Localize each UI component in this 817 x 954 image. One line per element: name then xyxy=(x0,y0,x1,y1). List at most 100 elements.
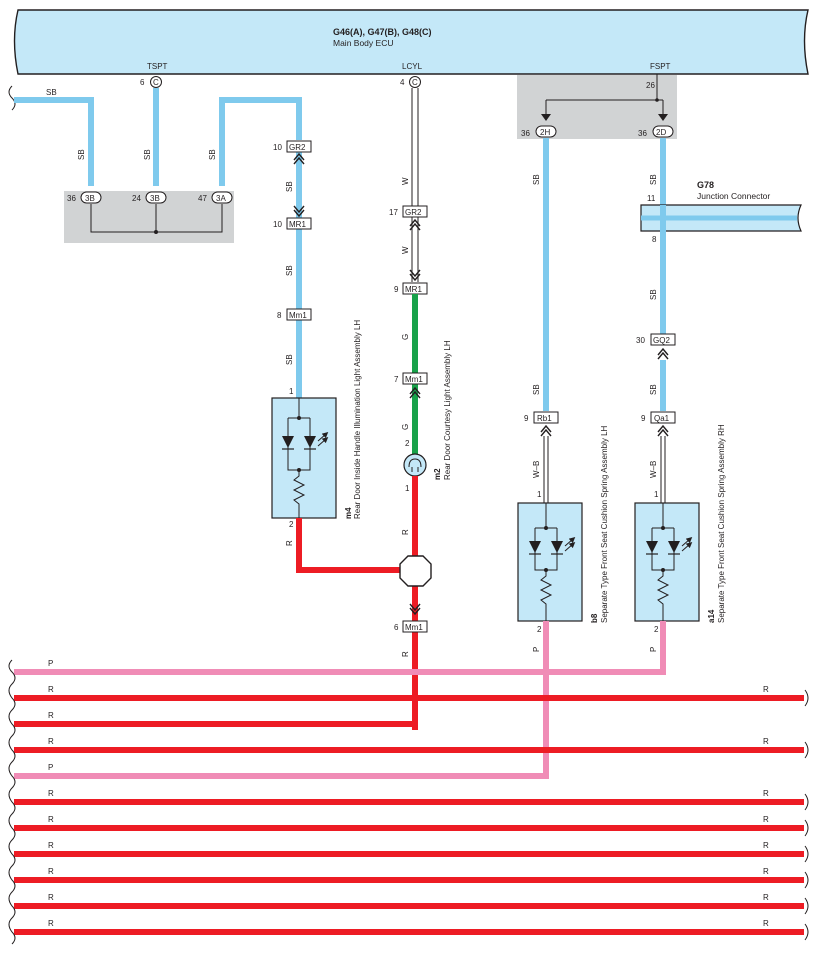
bus-row-7-right: R xyxy=(763,815,769,824)
m2-pin-top: 2 xyxy=(405,439,410,448)
m4-code: m4 xyxy=(344,507,353,519)
m2-c1-pin: 17 xyxy=(389,208,398,217)
m4-wire-label-1: SB xyxy=(285,181,294,192)
bus-row-4-right: R xyxy=(763,737,769,746)
b8-c1-pin: 9 xyxy=(524,414,529,423)
b8-c1-conn: Rb1 xyxy=(537,414,552,423)
m2-name: Rear Door Courtesy Light Assembly LH xyxy=(443,340,452,480)
bus-row-4-left: R xyxy=(48,737,54,746)
a14-c2-pin: 9 xyxy=(641,414,646,423)
left-c1-conn: 3B xyxy=(85,194,95,203)
bus-lines: P R R R P R R R R R R R R R R R R R R xyxy=(8,659,809,945)
m2-wire-r-1: R xyxy=(401,529,410,535)
main-body-ecu: G46(A), G47(B), G48(C) Main Body ECU TSP… xyxy=(13,9,809,75)
bus-row-9-left: R xyxy=(48,867,54,876)
m2-wire-w-1: W xyxy=(401,177,410,185)
m2-c3-pin: 7 xyxy=(394,375,399,384)
a14-wire-label-2: SB xyxy=(649,289,658,300)
m4-c3-pin: 8 xyxy=(277,311,282,320)
left-c3-conn: 3A xyxy=(216,194,226,203)
m2-pin-bottom: 1 xyxy=(405,484,410,493)
fspt-shield: 26 36 2H 36 2D xyxy=(517,74,677,139)
m2-branch: C 4 W GR2 17 W MR1 9 G Mm1 7 G 2 1 R Mm1 xyxy=(389,76,452,730)
m2-c4-pin: 6 xyxy=(394,623,399,632)
m4-c2-conn: MR1 xyxy=(289,220,306,229)
m4-c2-pin: 10 xyxy=(273,220,282,229)
b8-pin-top: 1 xyxy=(537,490,542,499)
bus-row-10-right: R xyxy=(763,893,769,902)
a14-branch: SB G78 Junction Connector 11 8 SB GQ2 30… xyxy=(14,138,802,675)
bus-row-5-left: P xyxy=(48,763,53,772)
tspt-pin: 6 xyxy=(140,78,145,87)
bus-row-11-left: R xyxy=(48,919,54,928)
bus-row-8-left: R xyxy=(48,841,54,850)
m2-c3-conn: Mm1 xyxy=(405,375,423,384)
m2-bulb xyxy=(403,453,427,477)
fspt-left-pin: 36 xyxy=(521,129,530,138)
bus-row-7-left: R xyxy=(48,815,54,824)
m4-out-wire-label: R xyxy=(285,540,294,546)
left-c3-pin: 47 xyxy=(198,194,207,203)
g78-pin-in: 11 xyxy=(647,194,656,203)
bus-row-11-right: R xyxy=(763,919,769,928)
m2-c4-conn: Mm1 xyxy=(405,623,423,632)
terminal-tspt-label: TSPT xyxy=(147,62,168,71)
bus-row-2-right: R xyxy=(763,685,769,694)
a14-pin-bottom: 2 xyxy=(654,625,659,634)
g78-name: Junction Connector xyxy=(697,191,770,201)
bus-row-10-left: R xyxy=(48,893,54,902)
m4-name: Rear Door Inside Handle Illumination Lig… xyxy=(353,320,362,519)
m4-branch: GR2 10 SB MR1 10 SB Mm1 8 SB 1 2 R m4 Re… xyxy=(271,140,410,573)
b8-component-box xyxy=(517,502,583,622)
fspt-right-conn: 2D xyxy=(656,128,666,137)
b8-wb-label: W–B xyxy=(532,461,541,478)
lcyl-pin: 4 xyxy=(400,78,405,87)
a14-code: a14 xyxy=(707,609,716,623)
b8-pin-bottom: 2 xyxy=(537,625,542,634)
m4-pin-bottom: 2 xyxy=(289,520,294,529)
a14-out-wire-label: P xyxy=(649,647,658,652)
m2-code: m2 xyxy=(433,468,442,480)
m4-c1-pin: 10 xyxy=(273,143,282,152)
a14-name: Separate Type Front Seat Cushion Spring … xyxy=(717,424,726,623)
tspt-conn: C xyxy=(153,78,159,87)
bus-row-3-left: R xyxy=(48,711,54,720)
left-c2-pin: 24 xyxy=(132,194,141,203)
left-sb-group: SB C 6 SB SB SB 3B 3B 3A 36 24 47 xyxy=(8,76,302,243)
fspt-right-pin: 36 xyxy=(638,129,647,138)
ecu-subtitle: Main Body ECU xyxy=(333,38,393,48)
ecu-box xyxy=(13,9,809,75)
left-in-wire-label: SB xyxy=(46,88,57,97)
b8-name: Separate Type Front Seat Cushion Spring … xyxy=(600,425,609,623)
a14-wire-label-3: SB xyxy=(649,384,658,395)
m4-component-box xyxy=(271,397,337,519)
m2-c1-conn: GR2 xyxy=(405,208,422,217)
a14-wire-label-1: SB xyxy=(649,174,658,185)
m2-wire-g-1: G xyxy=(401,334,410,340)
g78-pin-out: 8 xyxy=(652,235,657,244)
m4-wire-label-3: SB xyxy=(285,354,294,365)
g78-code: G78 xyxy=(697,180,714,190)
m2-c2-pin: 9 xyxy=(394,285,399,294)
left-wire-3-label: SB xyxy=(208,149,217,160)
left-wire-2-label: SB xyxy=(143,149,152,160)
m4-c1-conn: GR2 xyxy=(289,143,306,152)
fspt-left-conn: 2H xyxy=(540,128,550,137)
bus-row-2-left: R xyxy=(48,685,54,694)
left-c2-conn: 3B xyxy=(150,194,160,203)
m4-c3-conn: Mm1 xyxy=(289,311,307,320)
m4-pin-top: 1 xyxy=(289,387,294,396)
m2-wire-g-2: G xyxy=(401,424,410,430)
fspt-pin-26: 26 xyxy=(646,81,655,90)
left-c1-pin: 36 xyxy=(67,194,76,203)
a14-pin-top: 1 xyxy=(654,490,659,499)
bus-row-6-right: R xyxy=(763,789,769,798)
terminal-lcyl-label: LCYL xyxy=(402,62,423,71)
b8-wire-label-1: SB xyxy=(532,174,541,185)
left-wire-1-label: SB xyxy=(77,149,86,160)
terminal-fspt-label: FSPT xyxy=(650,62,671,71)
a14-c1-pin: 30 xyxy=(636,336,645,345)
bus-row-8-right: R xyxy=(763,841,769,850)
bus-row-1-left: P xyxy=(48,659,53,668)
